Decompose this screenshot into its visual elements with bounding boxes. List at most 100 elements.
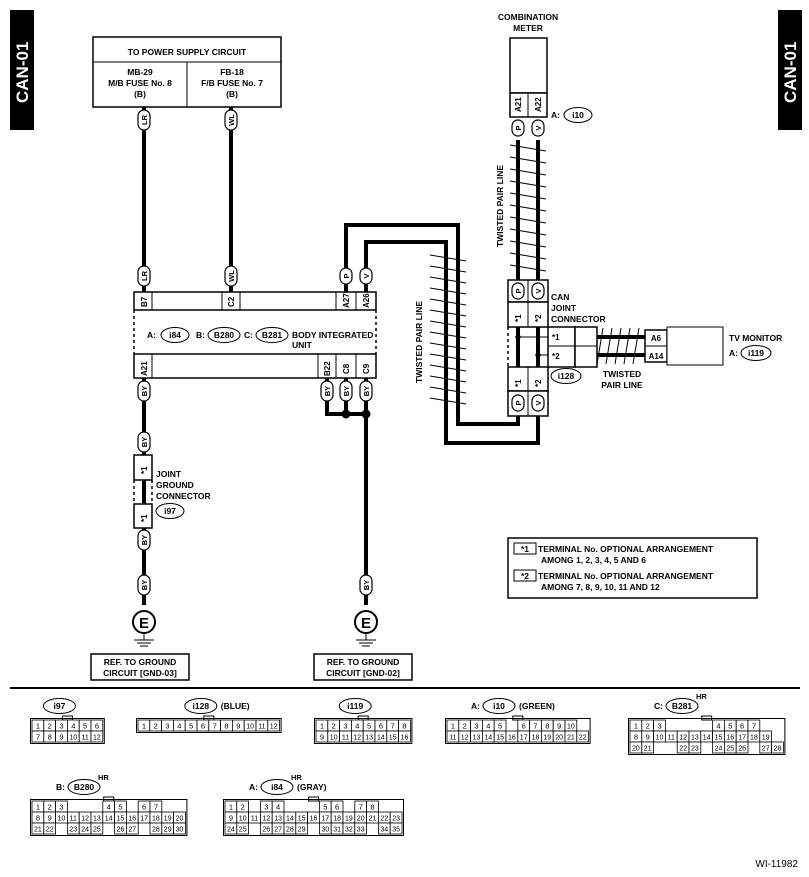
connector-pin: 16	[128, 815, 136, 822]
connector-pin: 12	[270, 723, 278, 730]
connector-pin: 16	[726, 734, 734, 741]
connector-view-id: i84	[271, 782, 283, 792]
connector-pin: 29	[298, 826, 306, 833]
connector-pin: 9	[229, 813, 233, 822]
power-right-2: F/B FUSE No. 7	[201, 78, 263, 88]
connector-pin: 15	[117, 815, 125, 822]
connector-pin: 11	[70, 815, 77, 822]
biu-pin-c2: C2	[227, 296, 236, 307]
wire-tag-by: BY	[359, 380, 373, 402]
legend-text-2b: AMONG 7, 8, 9, 10, 11 AND 12	[541, 582, 660, 592]
connector-pin: 11	[251, 815, 258, 822]
connector-pin: 30	[321, 826, 329, 833]
connector-pin: 7	[533, 721, 537, 730]
connector-pin: 9	[320, 732, 324, 741]
biu-name-2: UNIT	[292, 340, 313, 350]
connector-pin: 4	[276, 802, 280, 811]
connector-pin: 21	[567, 734, 575, 741]
corner-label-left: CAN-01	[13, 42, 32, 103]
meter-pin-a21: A21	[514, 97, 523, 112]
connector-pin: 31	[333, 826, 341, 833]
connector-pin: 10	[656, 734, 664, 741]
power-supply-box: TO POWER SUPPLY CIRCUIT MB-29 M/B FUSE N…	[92, 36, 282, 108]
connector-pin: 13	[365, 734, 373, 741]
wire-tag-lr: LR	[137, 109, 151, 131]
wire-tag-label: BY	[323, 386, 332, 396]
legend-key-1: *1	[521, 544, 529, 554]
power-box-title: TO POWER SUPPLY CIRCUIT	[128, 47, 247, 57]
wire-tag-label: BY	[140, 386, 149, 396]
can-joint-connector: *1 *2 *1 *2 *1 *2 CAN JOINT CONNECTOR i1…	[507, 279, 606, 417]
wire-tag-v: V	[531, 119, 545, 137]
meter-conn-prefix: A:	[551, 110, 560, 120]
power-left-1: MB-29	[127, 67, 153, 77]
connector-pin: 8	[36, 813, 40, 822]
connector-pin: 1	[320, 721, 324, 730]
wire-tag-p: P	[339, 267, 353, 285]
ground-right-symbol: E	[361, 615, 371, 632]
wire-tag-p: P	[511, 119, 525, 137]
connector-pin: 6	[142, 802, 146, 811]
tv-monitor-prefix: A:	[729, 348, 738, 358]
connector-pin: 27	[128, 826, 136, 833]
biu-pin-b22: B22	[323, 361, 332, 376]
connector-pin: 6	[335, 802, 339, 811]
connector-pin: 8	[634, 732, 638, 741]
wire-tag-label: BY	[140, 535, 149, 545]
connector-pin: 12	[81, 815, 89, 822]
connector-view-id: i128	[193, 701, 210, 711]
jg-id: i97	[164, 506, 176, 516]
connector-pin: 26	[117, 826, 125, 833]
connector-pin: 26	[738, 745, 746, 752]
wire-tag-label: BY	[342, 386, 351, 396]
connector-pin: 5	[118, 802, 122, 811]
connector-pin: 18	[333, 815, 341, 822]
connector-view-hr: HR	[98, 773, 109, 782]
wire-tag-wl: WL	[224, 265, 238, 287]
connector-pin: 21	[34, 826, 42, 833]
connector-pin: 5	[728, 721, 732, 730]
connector-pin: 6	[522, 721, 526, 730]
connector-pin: 7	[36, 732, 40, 741]
connector-pin: 12	[262, 815, 270, 822]
connector-pin: 13	[93, 815, 101, 822]
wire-tag-by: BY	[137, 529, 151, 551]
connector-pin: 11	[668, 734, 675, 741]
connector-pin: 4	[355, 721, 359, 730]
connector-pin: 21	[369, 815, 377, 822]
biu-pin-a26: A26	[362, 293, 371, 308]
connector-pin: 1	[36, 802, 40, 811]
wire-tag-label: P	[514, 125, 523, 130]
jg-label-1: JOINT	[156, 469, 182, 479]
connector-pin: 12	[353, 734, 361, 741]
connector-pin: 3	[165, 721, 169, 730]
connector-pin: 8	[402, 721, 406, 730]
connector-pin: 16	[508, 734, 516, 741]
connector-pin: 3	[264, 802, 268, 811]
tv-pin-a6: A6	[651, 334, 662, 343]
corner-tab-right: CAN-01	[778, 10, 802, 130]
connector-view-color: (GRAY)	[297, 782, 327, 792]
splice-points	[341, 409, 371, 419]
connector-pin: 22	[46, 826, 54, 833]
wire-tag-p: P	[511, 394, 525, 412]
connector-pin: 5	[83, 721, 87, 730]
connector-pin: 2	[332, 721, 336, 730]
wire-tag-v: V	[359, 267, 373, 285]
wire-tag-by: BY	[137, 380, 151, 402]
connector-pin: 2	[463, 721, 467, 730]
wire-tag-label: V	[534, 125, 543, 130]
connector-pin: 9	[557, 721, 561, 730]
wire-tag-label: V	[362, 273, 371, 278]
connector-pin: 4	[486, 721, 490, 730]
connector-view-prefix: A:	[471, 701, 480, 711]
connector-pin: 24	[227, 826, 235, 833]
connector-pin: 10	[246, 723, 254, 730]
connector-pin: 1	[36, 721, 40, 730]
can-term-t1-bot: *1	[514, 379, 523, 387]
wire-tag-lr: LR	[137, 265, 151, 287]
connector-pin: 9	[59, 732, 63, 741]
